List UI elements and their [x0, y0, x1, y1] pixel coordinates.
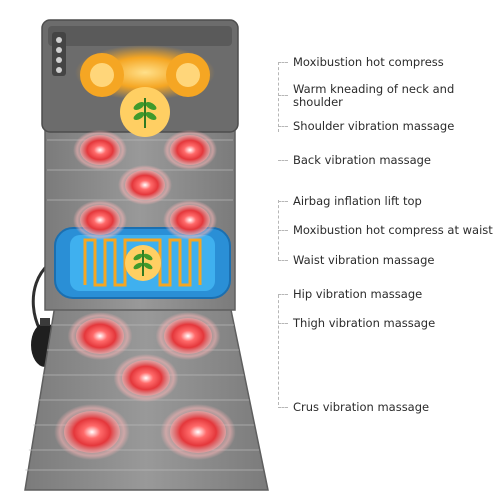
vibration-calf-node: [54, 404, 130, 460]
vibration-back-node: [163, 200, 217, 240]
waist-heating-coil: [83, 238, 202, 287]
vibration-back-node: [118, 165, 172, 205]
vibration-back-node: [73, 200, 127, 240]
vibration-calf-node: [113, 354, 179, 402]
leader-line-top: [278, 62, 279, 132]
label-airbag-inflation-lift-top: Airbag inflation lift top: [293, 194, 422, 208]
control-panel: [52, 32, 66, 76]
vibration-shoulder-node: [73, 130, 127, 170]
label-waist-vibration-massage: Waist vibration massage: [293, 253, 435, 267]
label-moxibustion-hot-compress-waist: Moxibustion hot compress at waist: [293, 223, 493, 237]
vibration-thigh-node: [67, 312, 133, 360]
label-warm-kneading-neck-shoulder: Warm kneading of neck and shoulder: [293, 82, 455, 109]
vibration-thigh-node: [155, 312, 221, 360]
leader-line-bottom: [278, 295, 279, 405]
label-crus-vibration-massage: Crus vibration massage: [293, 400, 430, 414]
herb-leaf-icon: [133, 250, 153, 276]
label-shoulder-vibration-massage: Shoulder vibration massage: [293, 119, 455, 133]
label-back-vibration-massage: Back vibration massage: [293, 153, 431, 167]
vibration-calf-node: [160, 404, 236, 460]
vibration-shoulder-node: [163, 130, 217, 170]
herb-leaf-icon: [133, 98, 157, 128]
pillow-top: [48, 26, 232, 46]
air-pump-valve: [40, 318, 50, 326]
label-thigh-vibration-massage: Thigh vibration massage: [293, 316, 436, 330]
control-button-icon: [56, 37, 62, 43]
label-moxibustion-hot-compress: Moxibustion hot compress: [293, 55, 444, 69]
label-hip-vibration-massage: Hip vibration massage: [293, 287, 423, 301]
